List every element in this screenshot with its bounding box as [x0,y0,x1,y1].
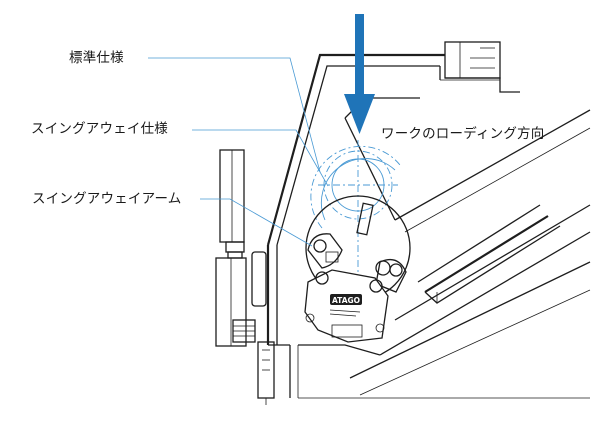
swing-away-spec-label: スイングアウェイ仕様 [31,121,168,137]
atago-logo-text: ATAGO [332,296,360,305]
swing-away-outline [310,145,401,229]
standard-spec-label: 標準仕様 [69,50,124,66]
left-frame [215,149,275,405]
leader-lines [148,57,329,247]
swing-away-arm [307,233,407,293]
housing [266,41,591,399]
loading-direction-arrow [344,14,375,134]
swing-away-arm-label: スイングアウェイアーム [32,191,182,207]
instrument-head [304,269,389,343]
loading-direction-label: ワークのローディング方向 [381,126,545,142]
